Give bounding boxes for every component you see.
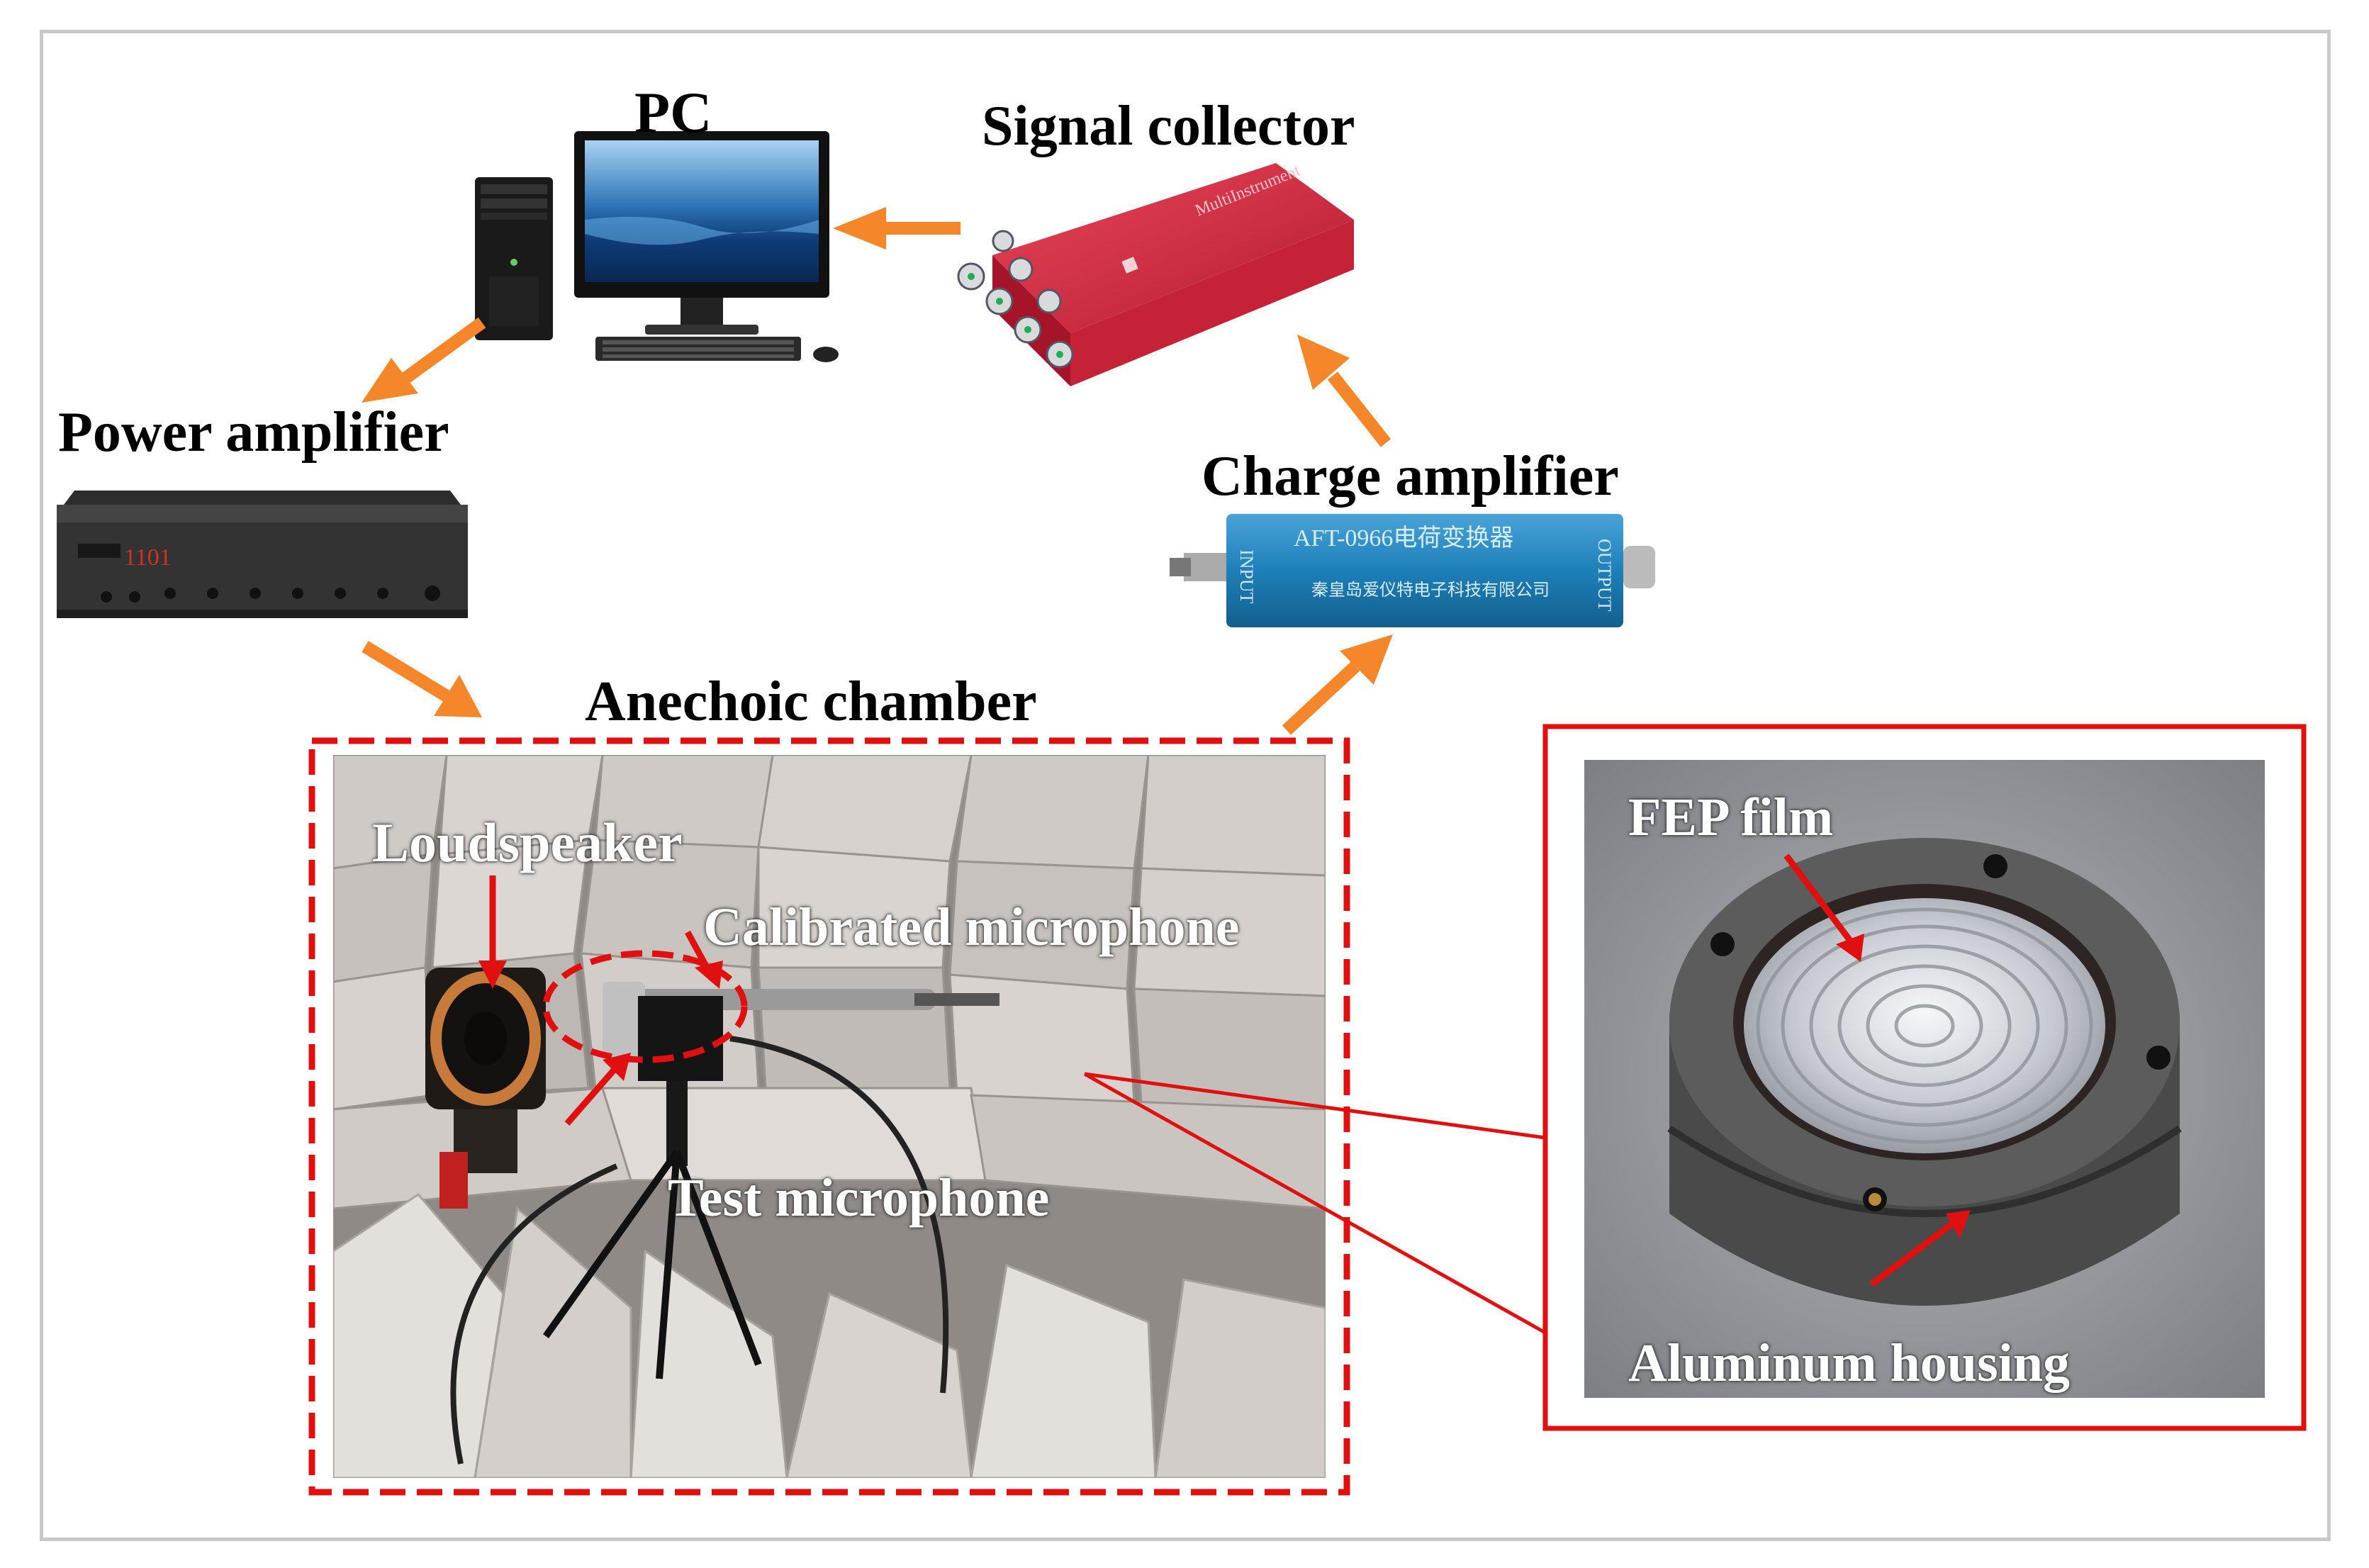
anechoic-chamber-border <box>308 737 1350 1496</box>
loudspeaker-object <box>425 968 546 1209</box>
signal-collector-image: MultiInstrument <box>957 161 1354 386</box>
charge-amp-output-text: OUTPUT <box>1594 539 1615 612</box>
charge-amp-model-text: AFT-0966电荷变换器 <box>1294 525 1513 551</box>
power-amp-display-text: 1101 <box>124 544 172 571</box>
test-microphone-label: Test microphone <box>668 1168 1050 1228</box>
anechoic-chamber-label: Anechoic chamber <box>585 671 1037 733</box>
power-amplifier-label: Power amplifier <box>58 401 449 464</box>
figure-frame <box>40 30 2331 1541</box>
charge-amplifier-label: Charge amplifier <box>1202 445 1619 508</box>
charge-amp-company-text: 秦皇岛爱仪特电子科技有限公司 <box>1311 581 1550 600</box>
aluminum-housing-label: Aluminum housing <box>1628 1333 2071 1393</box>
pc-label: PC <box>634 80 712 145</box>
charge-amplifier-image: INPUT OUTPUT AFT-0966电荷变换器 秦皇岛爱仪特电子科技有限公… <box>1170 514 1655 627</box>
power-amplifier-image: 1101 <box>57 491 468 618</box>
charge-amp-input-text: INPUT <box>1236 549 1257 604</box>
loudspeaker-label: Loudspeaker <box>372 812 683 873</box>
pc-image <box>475 131 839 362</box>
signal-collector-label: Signal collector <box>982 95 1355 157</box>
microphone-closeup-photo <box>1584 760 2265 1398</box>
microphone-assembly <box>450 982 999 1465</box>
calibrated-microphone-label: Calibrated microphone <box>703 897 1240 957</box>
fep-film-label: FEP film <box>1628 788 1834 847</box>
